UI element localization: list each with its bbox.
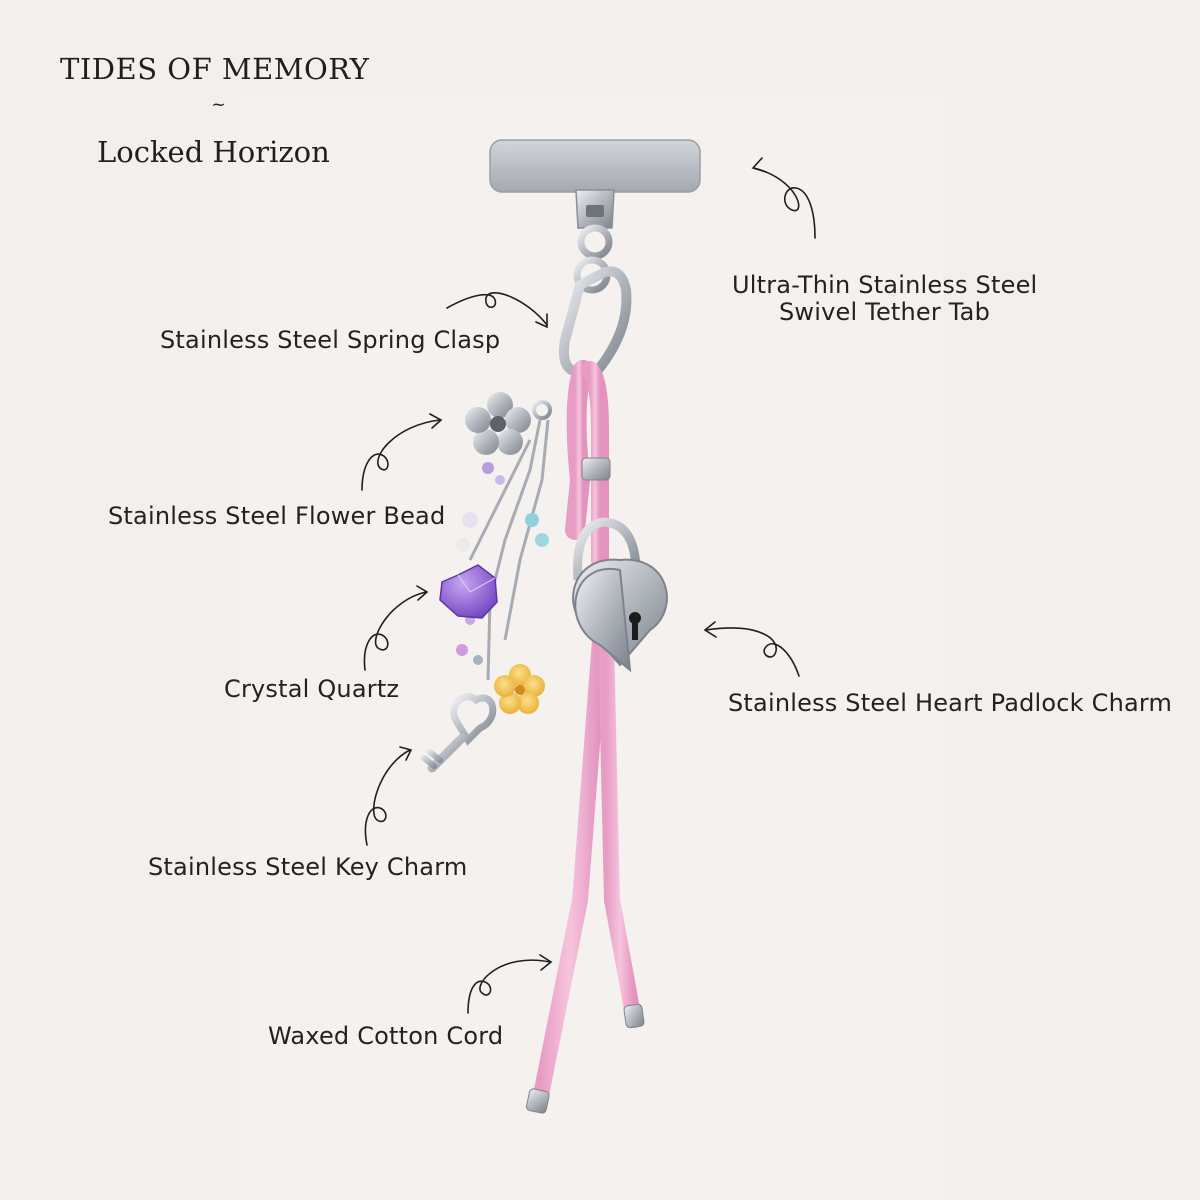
curved-arrow-icon: [751, 157, 816, 239]
heart-padlock-icon: [572, 517, 668, 673]
tether-tab-icon: [489, 139, 701, 229]
curved-arrow-icon: [703, 621, 800, 677]
callout-tether-tab-line2: Swivel Tether Tab: [778, 298, 991, 326]
callout-flower-bead: Stainless Steel Flower Bead: [108, 502, 446, 530]
crystal-beads: [456, 462, 549, 665]
callout-spring-clasp: Stainless Steel Spring Clasp: [160, 326, 501, 354]
callout-key-charm: Stainless Steel Key Charm: [148, 853, 468, 881]
curved-arrow-icon: [361, 413, 443, 491]
curved-arrow-icon: [364, 746, 413, 846]
curved-arrow-icon: [467, 954, 553, 1014]
callout-heart-padlock: Stainless Steel Heart Padlock Charm: [728, 689, 1173, 717]
key-charm-icon: [421, 693, 497, 773]
flower-bead-icon: [465, 392, 552, 455]
waxed-cotton-cord: [525, 360, 645, 1114]
callout-tether-tab: Ultra-Thin Stainless Steel Swivel Tether…: [732, 272, 1037, 326]
callout-crystal-quartz: Crystal Quartz: [224, 675, 400, 703]
crystal-quartz-icon: [439, 564, 498, 619]
spring-clasp-icon: [558, 224, 632, 403]
collection-title: TIDES OF MEMORY: [60, 52, 370, 86]
product-name: Locked Horizon: [97, 135, 330, 169]
callout-cotton-cord: Waxed Cotton Cord: [268, 1022, 504, 1050]
title-separator: ~: [211, 94, 227, 115]
yellow-flower-bead-icon: [494, 664, 545, 714]
curved-arrow-icon: [363, 585, 429, 671]
charm-chains: [468, 419, 550, 681]
callout-tether-tab-line1: Ultra-Thin Stainless Steel: [732, 271, 1038, 299]
curved-arrow-icon: [446, 292, 548, 329]
